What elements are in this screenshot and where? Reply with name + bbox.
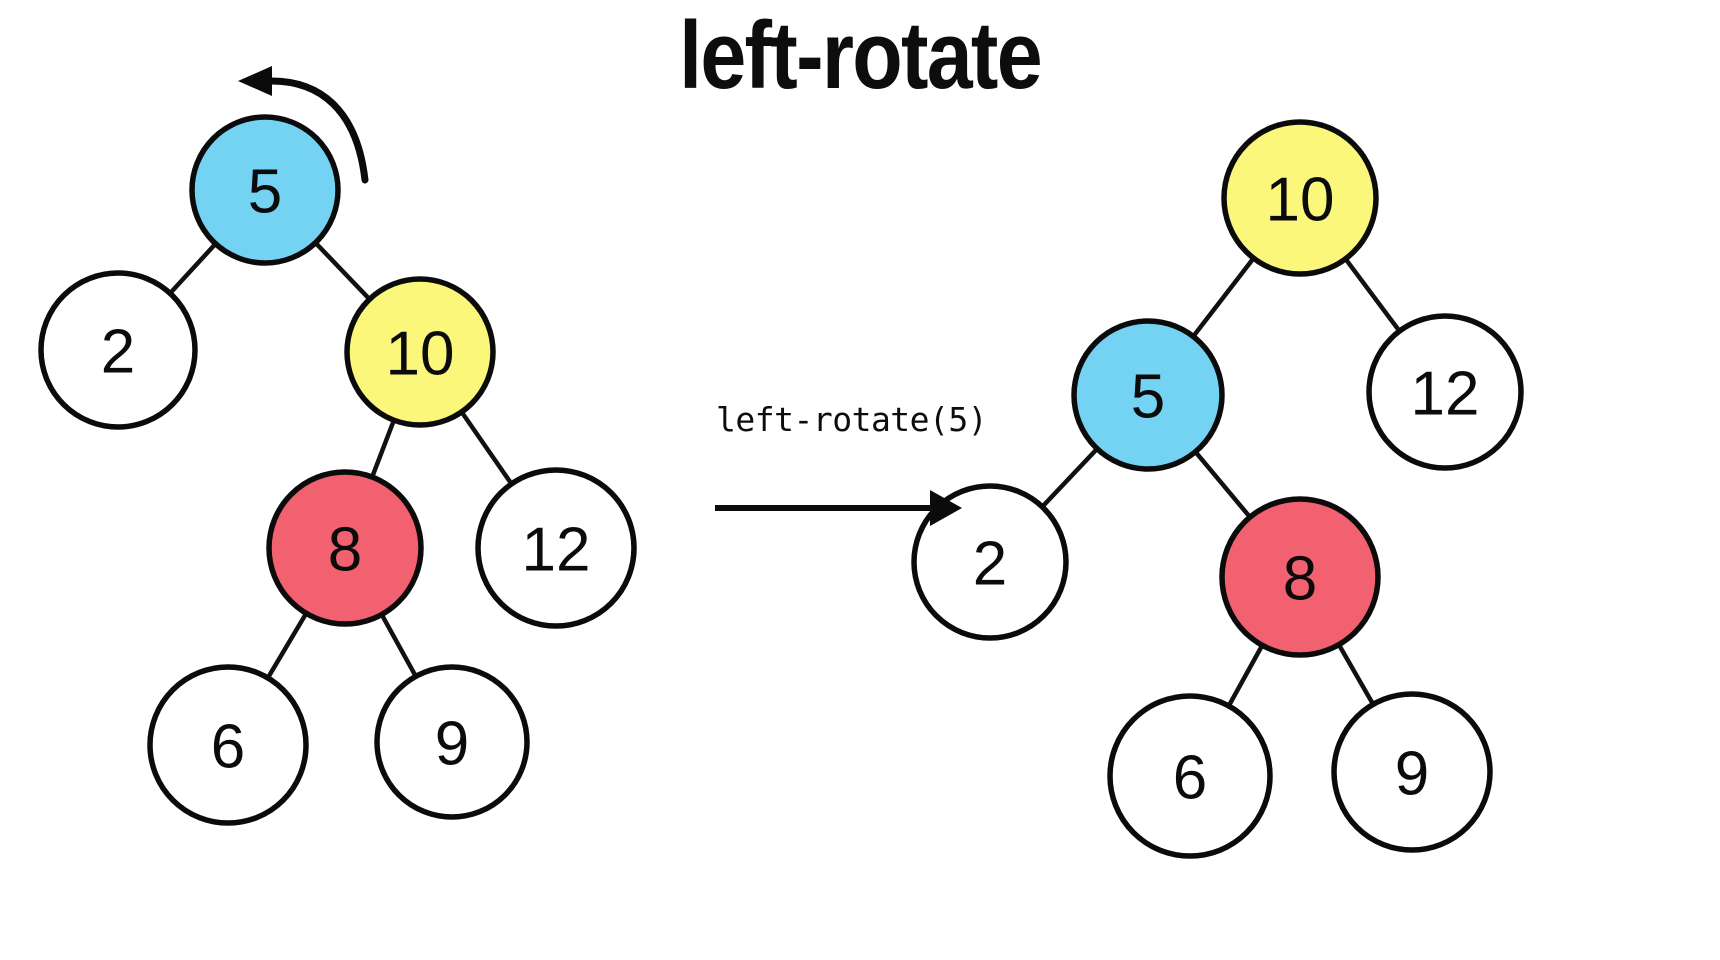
tree-node-9[interactable]: 9 [1331,691,1493,853]
tree-edge [1192,448,1253,521]
node-value: 6 [1173,744,1207,813]
node-circle [911,483,1069,641]
node-circle [189,114,341,266]
tree-node-10[interactable]: 10 [1221,119,1379,277]
tree-edge [458,408,515,487]
node-circle [147,664,309,826]
tree-node-12[interactable]: 12 [475,467,637,629]
node-value: 6 [211,713,245,782]
tree-node-5[interactable]: 5 [189,114,341,266]
tree-node-8[interactable]: 8 [1219,496,1381,658]
node-circle [38,270,198,430]
tree-node-6[interactable]: 6 [1107,693,1273,859]
node-value: 2 [101,318,135,387]
tree-edge [1225,642,1265,710]
node-value: 10 [386,320,455,389]
after-tree-nodes: 10 5 12 2 8 6 9 [911,119,1524,859]
node-circle [1366,313,1524,471]
tree-edge [167,240,219,297]
tree-edge [1190,255,1257,340]
node-circle [344,276,496,428]
node-value: 12 [522,516,591,585]
tree-edge [1336,641,1376,708]
tree-node-2[interactable]: 2 [38,270,198,430]
curved-rotate-left-icon [238,66,369,184]
node-circle [374,664,530,820]
node-value: 9 [1395,740,1429,809]
tree-edge [378,611,419,680]
node-value: 2 [973,530,1007,599]
tree-node-9[interactable]: 9 [374,664,530,820]
node-value: 12 [1411,360,1480,429]
node-circle [1071,318,1225,472]
page-title: left-rotate [679,2,1043,109]
before-tree-nodes: 5 2 10 8 12 6 9 [38,114,637,826]
tree-node-12[interactable]: 12 [1366,313,1524,471]
node-value: 8 [328,516,362,585]
tree-edge [265,610,309,682]
operation-label: left-rotate(5) [716,400,988,439]
node-value: 9 [435,710,469,779]
after-tree-edges [1039,255,1403,710]
node-circle [475,467,637,629]
tree-node-6[interactable]: 6 [147,664,309,826]
arrow-right-icon [715,490,962,526]
tree-edge [1039,445,1101,510]
before-tree-edges [167,239,515,682]
node-value: 5 [248,158,282,227]
node-circle [1331,691,1493,853]
tree-edge [369,416,397,481]
node-circle [1221,119,1379,277]
node-circle [266,469,424,627]
node-value: 8 [1283,545,1317,614]
node-circle [1219,496,1381,658]
tree-edge [312,239,373,303]
tree-node-8[interactable]: 8 [266,469,424,627]
tree-node-10[interactable]: 10 [344,276,496,428]
tree-node-2[interactable]: 2 [911,483,1069,641]
node-value: 10 [1266,166,1335,235]
node-value: 5 [1131,363,1165,432]
tree-edge [1342,255,1403,335]
tree-node-5[interactable]: 5 [1071,318,1225,472]
node-circle [1107,693,1273,859]
